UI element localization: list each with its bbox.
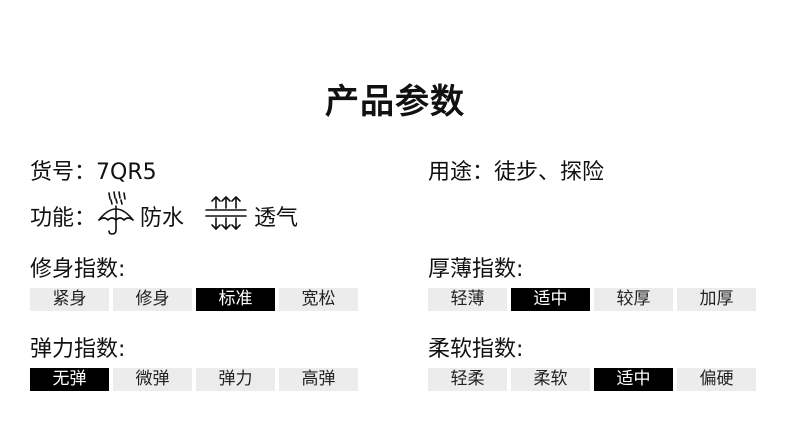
fit-index-option: 紧身 <box>30 288 109 311</box>
thickness-index-scale: 轻薄 适中 较厚 加厚 <box>428 288 760 311</box>
elasticity-index-scale: 无弹 微弹 弹力 高弹 <box>30 368 362 391</box>
item-number-value: 7QR5 <box>96 160 157 185</box>
page-title: 产品参数 <box>325 82 465 122</box>
usage-label: 用途： <box>428 160 495 185</box>
thickness-index-option: 较厚 <box>594 288 673 311</box>
fit-index-option: 标准 <box>196 288 275 311</box>
fit-index-group: 修身指数: 紧身 修身 标准 宽松 <box>30 256 362 311</box>
fit-index-option: 修身 <box>113 288 192 311</box>
softness-index-option: 适中 <box>594 368 673 391</box>
thickness-index-group: 厚薄指数: 轻薄 适中 较厚 加厚 <box>428 256 760 311</box>
softness-index-scale: 轻柔 柔软 适中 偏硬 <box>428 368 760 391</box>
elasticity-index-title: 弹力指数: <box>30 337 126 362</box>
thickness-index-option: 加厚 <box>677 288 756 311</box>
softness-index-group: 柔软指数: 轻柔 柔软 适中 偏硬 <box>428 336 760 391</box>
function-breathable-label: 透气 <box>254 206 299 231</box>
softness-index-title: 柔软指数: <box>428 337 524 362</box>
softness-index-option: 轻柔 <box>428 368 507 391</box>
thickness-index-option: 轻薄 <box>428 288 507 311</box>
breathable-arrows-icon <box>202 193 254 239</box>
elasticity-index-group: 弹力指数: 无弹 微弹 弹力 高弹 <box>30 336 362 391</box>
elasticity-index-option: 无弹 <box>30 368 109 391</box>
softness-index-option: 偏硬 <box>677 368 756 391</box>
thickness-index-option: 适中 <box>511 288 590 311</box>
usage-value: 徒步、探险 <box>494 160 605 185</box>
fit-index-option: 宽松 <box>279 288 358 311</box>
elasticity-index-option: 弹力 <box>196 368 275 391</box>
elasticity-index-option: 高弹 <box>279 368 358 391</box>
function-waterproof: 防水 <box>96 190 184 242</box>
item-number-label: 货号： <box>30 160 97 185</box>
functions-label: 功能： <box>30 206 97 231</box>
softness-index-option: 柔软 <box>511 368 590 391</box>
function-breathable: 透气 <box>202 193 298 239</box>
function-waterproof-label: 防水 <box>140 206 185 231</box>
elasticity-index-option: 微弹 <box>113 368 192 391</box>
thickness-index-title: 厚薄指数: <box>428 257 524 282</box>
umbrella-rain-icon <box>96 190 140 242</box>
functions-row: 功能： 防水 <box>30 191 316 239</box>
fit-index-title: 修身指数: <box>30 257 126 282</box>
fit-index-scale: 紧身 修身 标准 宽松 <box>30 288 362 311</box>
usage-row: 用途：徒步、探险 <box>428 154 604 186</box>
item-number-row: 货号：7QR5 <box>30 154 157 186</box>
